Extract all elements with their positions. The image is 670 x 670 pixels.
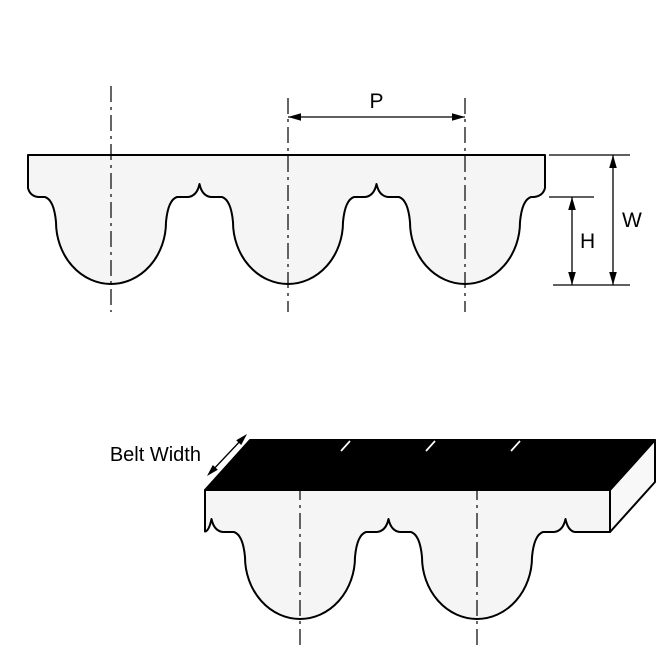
arrowhead-up-icon bbox=[568, 197, 576, 210]
arrowhead-left-icon bbox=[288, 113, 301, 121]
tooth-height-label: H bbox=[580, 230, 595, 253]
top-face-tick bbox=[340, 440, 351, 452]
arrowhead-down-icon bbox=[568, 272, 576, 285]
arrowhead-right-icon bbox=[452, 113, 465, 121]
profile-view: P W H bbox=[27, 86, 642, 312]
arrowhead-up-icon bbox=[609, 155, 617, 168]
arrowhead-down-left-icon bbox=[207, 465, 218, 476]
belt-profile bbox=[27, 154, 546, 285]
top-face-tick bbox=[425, 440, 436, 452]
pitch-dimension: P bbox=[288, 90, 465, 121]
perspective-view: Belt Width bbox=[110, 434, 656, 650]
belt-thickness-label: W bbox=[622, 209, 642, 232]
belt-front-profile bbox=[204, 489, 611, 620]
arrowhead-up-right-icon bbox=[236, 434, 247, 445]
belt-width-arrow-line bbox=[209, 436, 245, 474]
top-face-tick bbox=[510, 440, 521, 452]
belt-width-annotation: Belt Width bbox=[110, 434, 247, 476]
belt-width-label: Belt Width bbox=[110, 444, 201, 466]
height-dimension: H bbox=[549, 196, 595, 285]
arrowhead-down-icon bbox=[609, 272, 617, 285]
pitch-label: P bbox=[369, 90, 383, 113]
width-dimension: W bbox=[549, 154, 642, 286]
